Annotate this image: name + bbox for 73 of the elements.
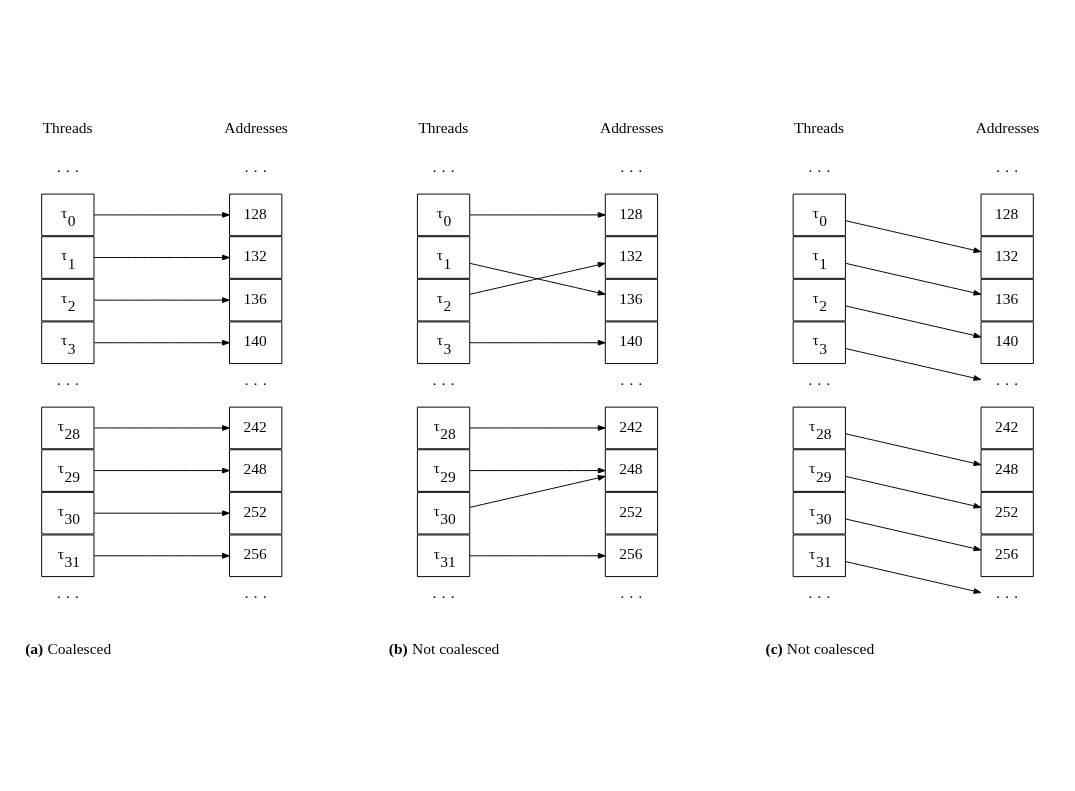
node-box: 252: [980, 491, 1034, 534]
arrow: [845, 262, 982, 296]
node-box: 242: [229, 406, 283, 449]
label: · · ·: [807, 161, 831, 179]
label: Threads: [418, 118, 469, 136]
arrow: [469, 339, 606, 346]
label: · · ·: [619, 161, 644, 179]
arrow: [845, 432, 982, 466]
node-box: 140: [980, 320, 1034, 364]
arrow: [93, 424, 230, 431]
arrow: [845, 560, 982, 594]
node-box: 128: [229, 193, 283, 236]
label: · · ·: [56, 374, 80, 392]
label: (a) Coalesced: [25, 639, 112, 657]
label: · · ·: [807, 374, 831, 392]
node-box: 256: [604, 533, 659, 577]
label: Addresses: [599, 118, 664, 136]
node-box: 132: [604, 235, 659, 279]
node-box: 132: [980, 235, 1034, 279]
node-box: 256: [229, 533, 283, 577]
node-text: · · ·: [995, 374, 1019, 392]
label: · · ·: [244, 587, 268, 605]
node-box: 140: [604, 320, 659, 364]
label: (c) Not coalesced: [765, 639, 875, 657]
arrow: [845, 219, 982, 253]
label: · · ·: [244, 374, 268, 392]
label: Addresses: [224, 118, 288, 136]
node-box: 136: [229, 278, 283, 321]
label: · · ·: [995, 161, 1019, 179]
arrow: [845, 518, 982, 551]
node-box: 248: [229, 448, 283, 492]
label: · · ·: [807, 587, 831, 605]
node-box: 128: [604, 193, 659, 236]
label: · · ·: [619, 587, 644, 605]
node-box: 140: [229, 320, 283, 364]
node-box: 128: [980, 193, 1034, 236]
arrow: [93, 211, 230, 218]
node-box: 248: [604, 448, 659, 492]
label: · · ·: [56, 161, 80, 179]
arrow: [845, 347, 982, 381]
node-box: 252: [604, 491, 659, 534]
node-box: 242: [604, 406, 659, 449]
label: · · ·: [244, 161, 268, 179]
arrow: [469, 474, 606, 508]
node-box: 136: [980, 278, 1034, 321]
label: Threads: [42, 118, 93, 136]
label: · · ·: [431, 161, 456, 179]
arrow: [93, 296, 230, 303]
arrow: [845, 305, 982, 338]
label: (b) Not coalesced: [388, 639, 500, 657]
label: Threads: [794, 118, 844, 136]
node-box: 256: [980, 533, 1034, 577]
arrow: [93, 467, 230, 473]
label: · · ·: [56, 587, 80, 605]
arrow: [93, 509, 230, 516]
arrow: [93, 552, 230, 559]
label: · · ·: [431, 587, 456, 605]
node-text: · · ·: [995, 587, 1019, 605]
arrow: [93, 254, 230, 260]
label: · · ·: [431, 374, 456, 392]
node-box: 252: [229, 491, 283, 534]
node-box: 132: [229, 235, 283, 279]
arrow: [469, 467, 606, 473]
node-box: 248: [980, 448, 1034, 492]
label: Addresses: [975, 118, 1040, 136]
label: · · ·: [619, 374, 644, 392]
node-box: 136: [604, 278, 659, 321]
arrow: [845, 475, 982, 509]
arrow: [469, 424, 606, 431]
arrow: [469, 211, 606, 218]
arrow: [469, 552, 606, 559]
node-box: 242: [980, 406, 1034, 449]
arrow: [93, 339, 230, 346]
